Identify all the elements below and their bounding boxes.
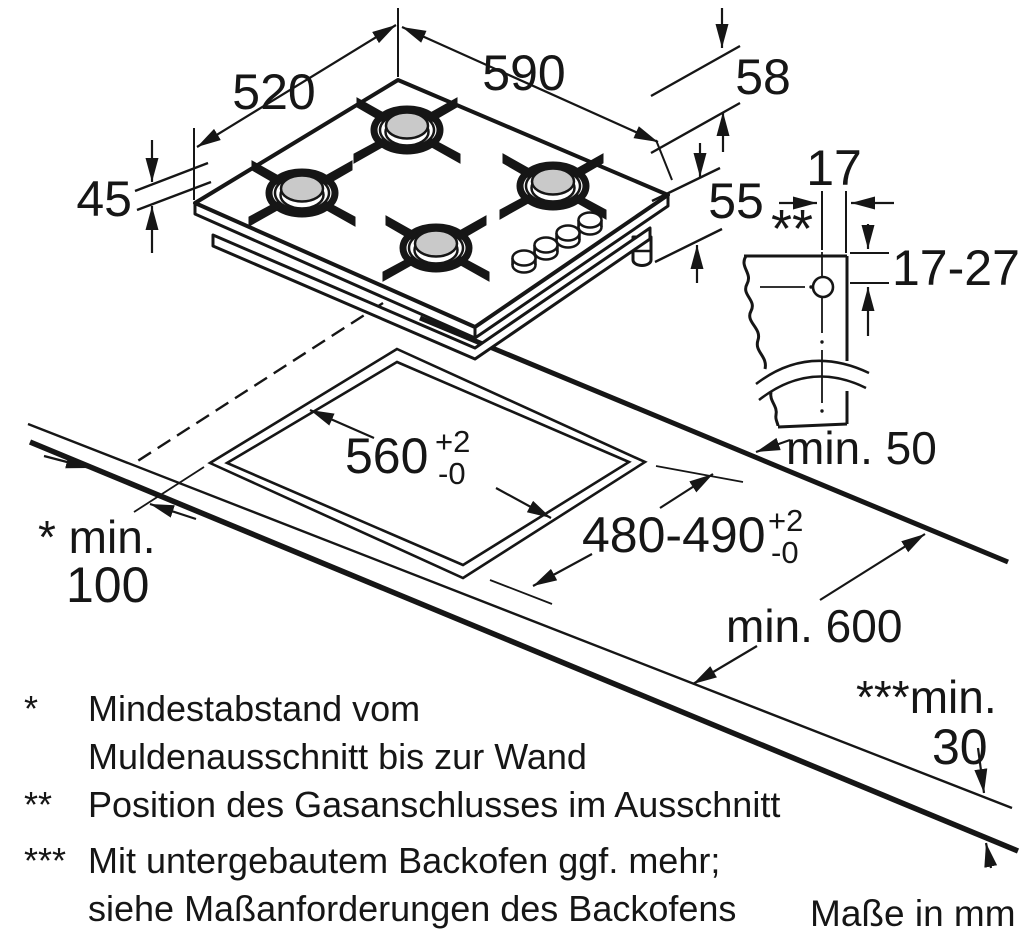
- dimension-min600: min. 600: [692, 533, 926, 685]
- hob-install-depth-label: 45: [76, 171, 132, 227]
- knob-3: [555, 224, 581, 249]
- units-note: Maße in mm: [810, 893, 1016, 934]
- dimension-480-490: 480-490 +2 -0: [532, 473, 803, 587]
- dimension-58: 58: [650, 8, 791, 155]
- cutout-depth-tol-minus: -0: [771, 535, 799, 570]
- hob-depth-label: 520: [232, 64, 315, 120]
- gas-hole-offset-label: 17: [806, 140, 862, 196]
- cutout-width-label: 560: [345, 428, 428, 484]
- knob-2: [533, 236, 559, 261]
- cutout-inner-edge: [224, 360, 632, 567]
- cutout-width-tol-plus: +2: [435, 424, 470, 459]
- cutout-width-tol-minus: -0: [438, 456, 466, 491]
- dimension-min30: ***min. 30: [856, 671, 998, 869]
- wall-dashed-line: [132, 301, 384, 466]
- dimension-520: 520: [193, 8, 399, 200]
- gas-position-marker: **: [771, 199, 813, 259]
- cutout-extension-left: [133, 466, 205, 513]
- slab-bottom-edge: [777, 422, 848, 429]
- slab-break-line-1: [755, 359, 870, 385]
- hob-width-label: 590: [482, 45, 565, 101]
- slab-cut-edge-upper: [742, 255, 767, 370]
- knob-4: [577, 211, 603, 236]
- min100-label-line2: 100: [66, 557, 149, 613]
- gas-connection-detail: [742, 252, 870, 429]
- dimension-17: 17: [779, 140, 894, 253]
- min30-label-line1: ***min.: [856, 671, 997, 723]
- hob-height-above-label: 58: [735, 49, 791, 105]
- cutout-depth-tol-plus: +2: [768, 503, 803, 538]
- worktop-front-bottom-edge: [28, 439, 1020, 854]
- min50-label: min. 50: [786, 422, 937, 474]
- min30-label-line2: 30: [932, 719, 988, 775]
- min600-label: min. 600: [726, 600, 902, 652]
- cutout-extension-bottom: [489, 579, 553, 605]
- gas-hole-depth-label: 17-27: [892, 240, 1020, 296]
- worktop-drawing: [27, 301, 1020, 854]
- knob-1: [511, 249, 537, 274]
- dimension-55: 55: [651, 143, 764, 283]
- hob-base-pan: [211, 226, 652, 361]
- dimension-min100: * min. 100: [38, 454, 197, 613]
- gas-connection-hole: [811, 275, 835, 299]
- worktop-front-top-edge: [27, 422, 1013, 810]
- cutout-extension-right: [655, 465, 744, 483]
- dimension-590: 590: [401, 25, 673, 181]
- dimension-17-27: 17-27: [850, 224, 1020, 336]
- worktop-back-edge: [419, 315, 1009, 565]
- min100-label-line1: * min.: [38, 511, 156, 563]
- slab-cut-edge-lower: [769, 391, 780, 427]
- cutout-depth-label: 480-490: [582, 507, 766, 563]
- gas-pipe-depth-label: 55: [708, 173, 764, 229]
- worktop-cutout: [133, 347, 744, 605]
- slab-break-line-2: [758, 375, 867, 401]
- dimension-560: 560 +2 -0: [309, 408, 552, 519]
- dimension-45: 45: [76, 140, 212, 253]
- dimension-min50: min. 50: [755, 422, 937, 474]
